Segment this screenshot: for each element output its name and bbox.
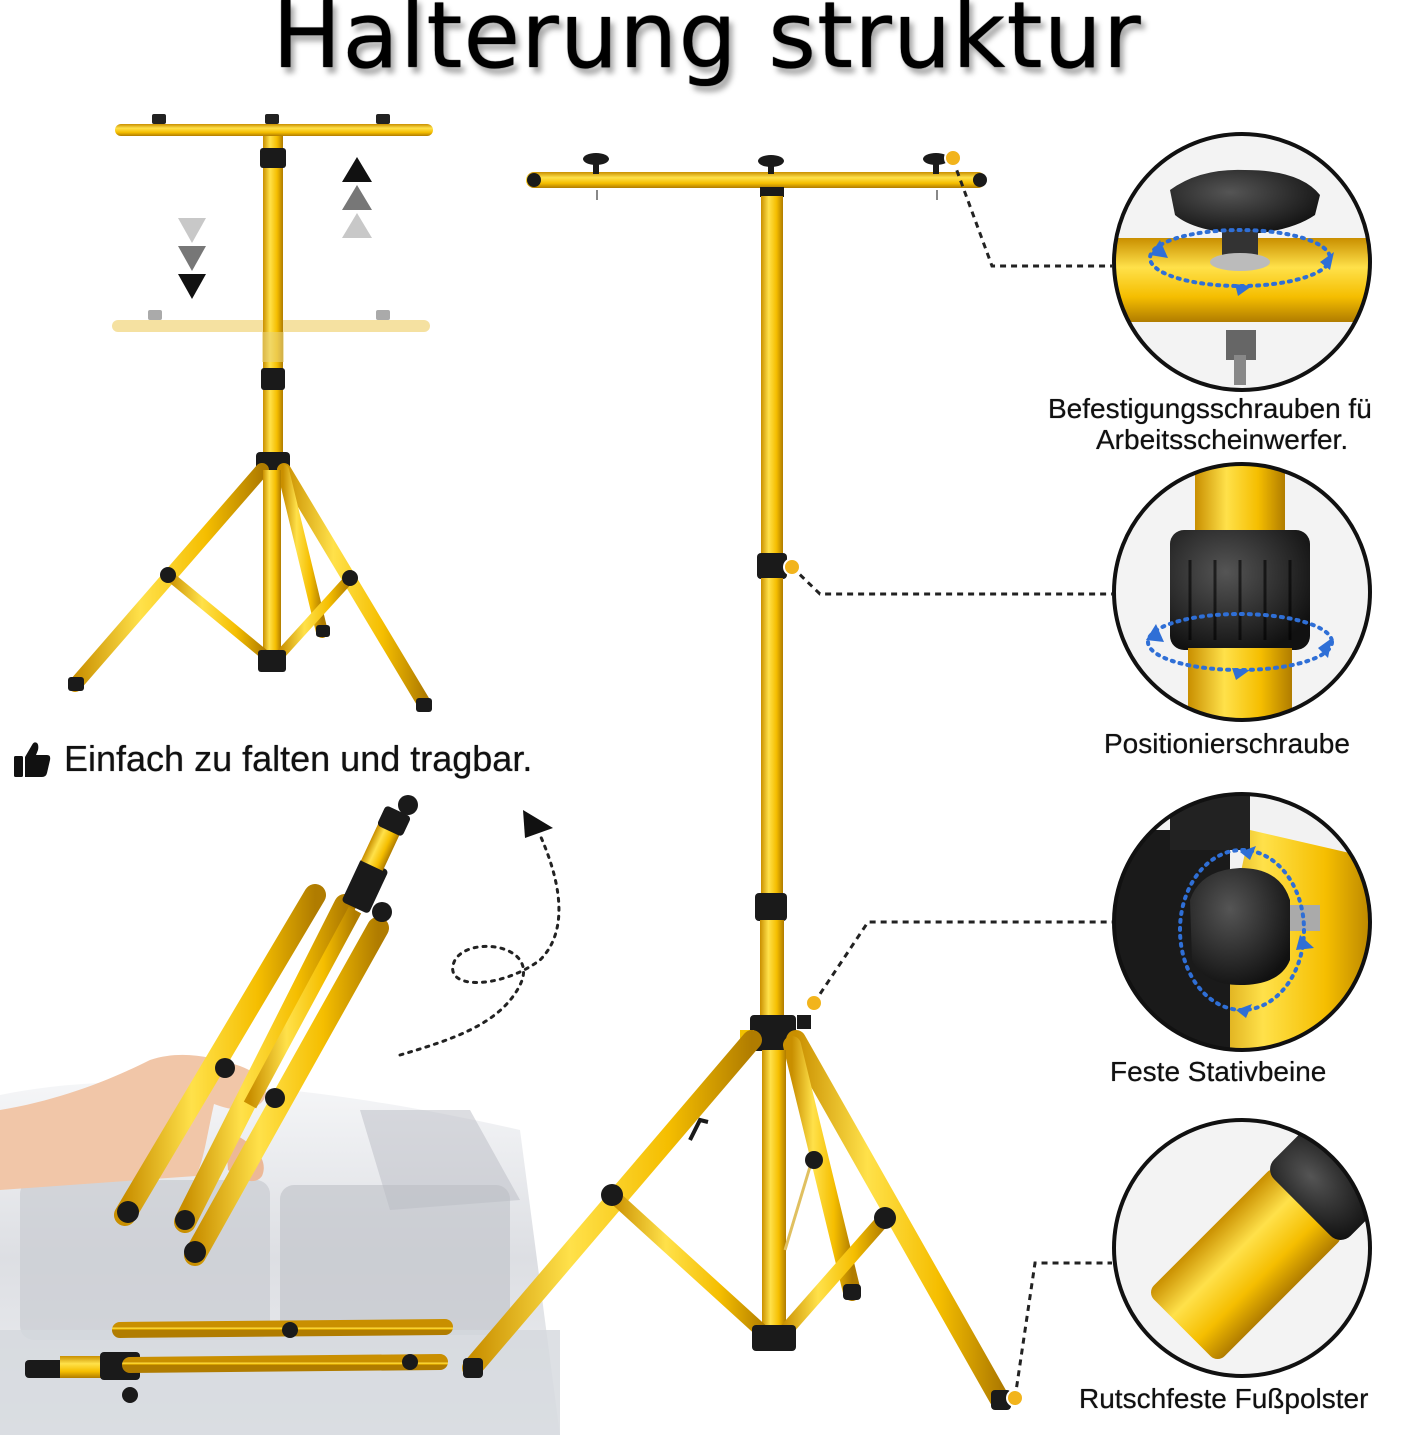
feature-label-line: Befestigungsschrauben fü: [1048, 393, 1372, 424]
feature-label-foot-pads: Rutschfeste Fußpolster: [1079, 1383, 1369, 1414]
tagline-row: Einfach zu falten und tragbar.: [12, 738, 532, 780]
detail-foot-pads: [1112, 1118, 1372, 1378]
tagline-text: Einfach zu falten und tragbar.: [64, 738, 533, 779]
small-tripod-stand: [68, 114, 433, 712]
arrow-head-icon: [523, 810, 553, 838]
large-tripod-stand: [462, 153, 1011, 1410]
curved-arrow-icon: [398, 833, 561, 1057]
arrow-up-icon: [342, 157, 372, 238]
thumbs-up-icon: [14, 742, 51, 777]
feature-label-line: Arbeitsscheinwerfer.: [1096, 424, 1349, 455]
page-title: Halterung struktur: [272, 0, 1142, 89]
detail-fixing-screw: [1112, 132, 1372, 392]
detail-positioning-screw: [1112, 462, 1372, 722]
arrow-down-icon: [178, 218, 206, 299]
callout-markers: [783, 149, 1024, 1407]
folded-tripod: [0, 795, 418, 1266]
callout-lines: [790, 159, 1112, 1399]
feature-label-positioning-screw: Positionierschraube: [1104, 728, 1350, 759]
lying-tripod: [25, 1319, 453, 1403]
feature-label-fixing-screws: Befestigungsschrauben fü Arbeitsscheinwe…: [1048, 393, 1414, 455]
detail-fixed-legs: [1112, 792, 1372, 1052]
feature-label-fixed-legs: Feste Stativbeine: [1110, 1056, 1327, 1087]
